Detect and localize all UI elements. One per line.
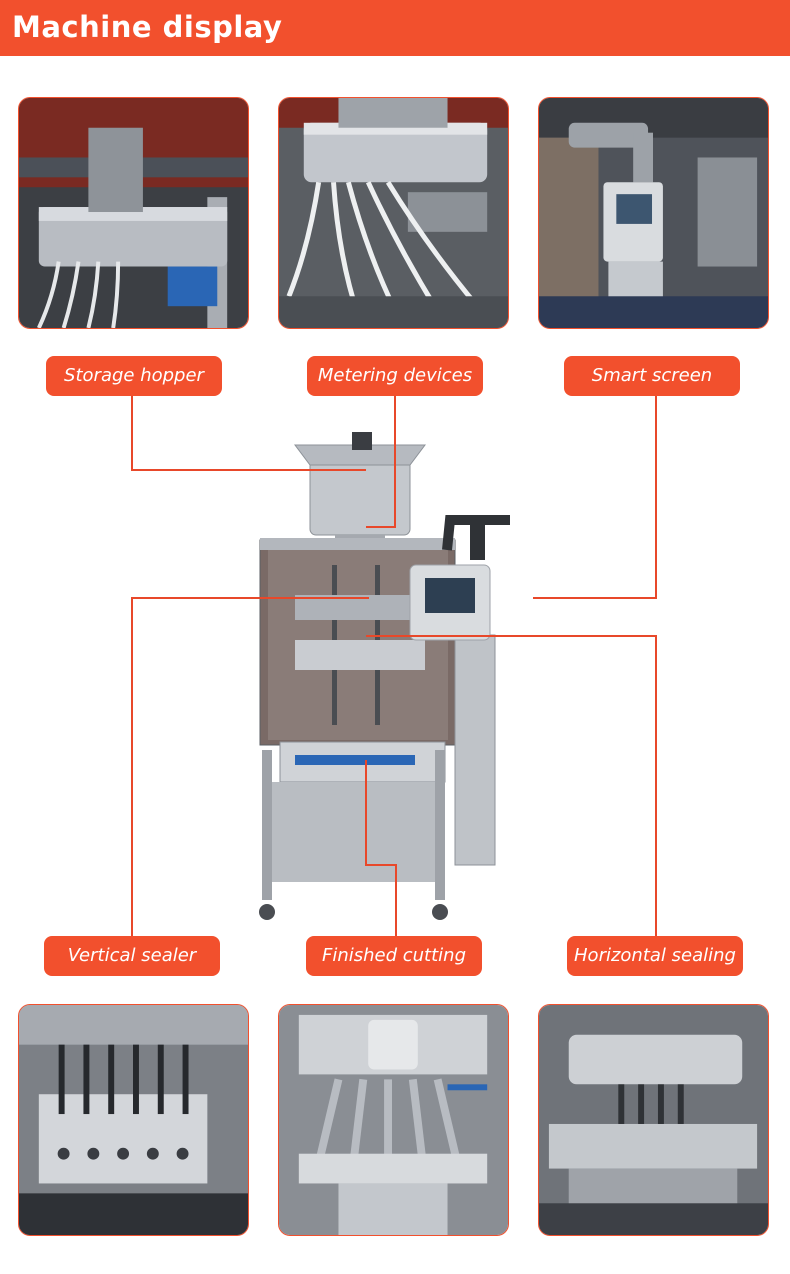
label-finished-cutting: Finished cutting [306,936,482,976]
photo-horizontal-sealing [538,1004,769,1236]
photo-finished-cutting [278,1004,509,1236]
photo-vertical-sealer [18,1004,249,1236]
label-smart-screen: Smart screen [564,356,740,396]
page-title: Machine display [12,10,283,44]
photo-storage-hopper [18,97,249,329]
photo-smart-screen [538,97,769,329]
label-horizontal-sealing: Horizontal sealing [567,936,743,976]
photo-metering-devices [278,97,509,329]
label-storage-hopper: Storage hopper [46,356,222,396]
header-banner: Machine display [0,0,790,56]
label-vertical-sealer: Vertical sealer [44,936,220,976]
label-metering-devices: Metering devices [307,356,483,396]
machine-illustration [240,420,525,930]
